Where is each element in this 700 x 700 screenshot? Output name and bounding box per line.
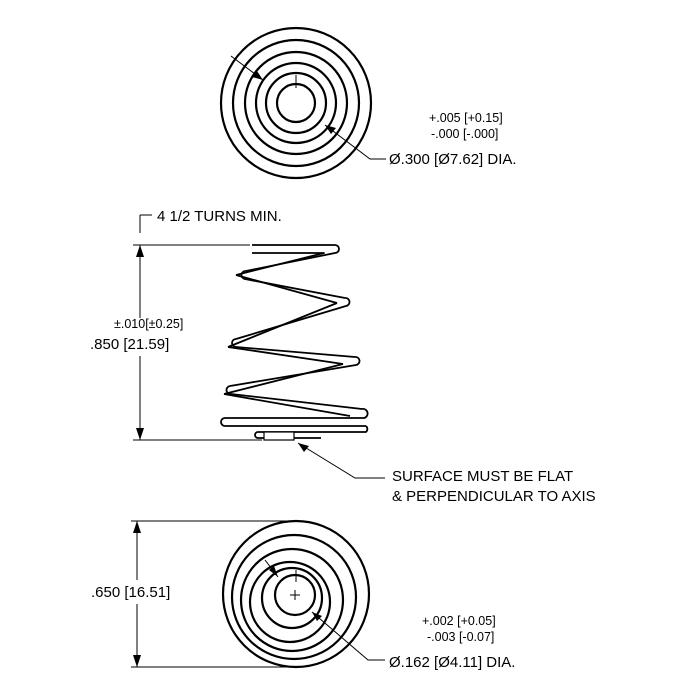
- bottom-arrowhead-inner: [312, 612, 322, 621]
- height-label: .650 [16.51]: [91, 584, 170, 601]
- bottom-leader-inner: [311, 611, 385, 661]
- bottom-view: +.002 [+0.05] -.003 [-0.07] Ø.162 [Ø4.11…: [91, 519, 515, 671]
- top-arrowhead-inner: [325, 125, 336, 134]
- top-view: +.005 [+0.15] -.000 [-.000] Ø.300 [Ø7.62…: [219, 26, 517, 180]
- bottom-tolerance-plus: +.002 [+0.05]: [422, 614, 496, 628]
- surface-leader: [297, 442, 385, 479]
- height-arrowhead-bottom: [133, 655, 141, 667]
- spring-side-coils: [220, 244, 369, 439]
- ground-flat: [263, 431, 295, 441]
- top-diameter-label: Ø.300 [Ø7.62] DIA.: [389, 151, 517, 168]
- bottom-diameter-label: Ø.162 [Ø4.11] DIA.: [389, 654, 515, 671]
- top-tolerance-minus: -.000 [-.000]: [431, 127, 498, 141]
- top-tolerance-plus: +.005 [+0.15]: [429, 111, 503, 125]
- length-label: .850 [21.59]: [90, 336, 169, 353]
- top-view-coils: [219, 26, 373, 180]
- length-arrowhead-top: [136, 245, 144, 257]
- bottom-tolerance-minus: -.003 [-0.07]: [427, 630, 494, 644]
- turns-label: 4 1/2 TURNS MIN.: [157, 208, 282, 225]
- bottom-view-coils: [221, 519, 371, 669]
- side-view: ±.010[±0.25] .850 [21.59] 4 1/2 TURNS MI…: [90, 208, 596, 505]
- surface-arrowhead: [298, 443, 309, 452]
- top-leader-inner: [324, 124, 386, 160]
- bottom-arrowhead-outer: [269, 566, 278, 577]
- length-tolerance: ±.010[±0.25]: [114, 317, 183, 331]
- surface-note-line2: & PERPENDICULAR TO AXIS: [392, 488, 596, 505]
- top-arrowhead-outer: [252, 71, 263, 80]
- length-arrowhead-bottom: [136, 428, 144, 440]
- height-arrowhead-top: [133, 521, 141, 533]
- surface-note-line1: SURFACE MUST BE FLAT: [392, 468, 573, 485]
